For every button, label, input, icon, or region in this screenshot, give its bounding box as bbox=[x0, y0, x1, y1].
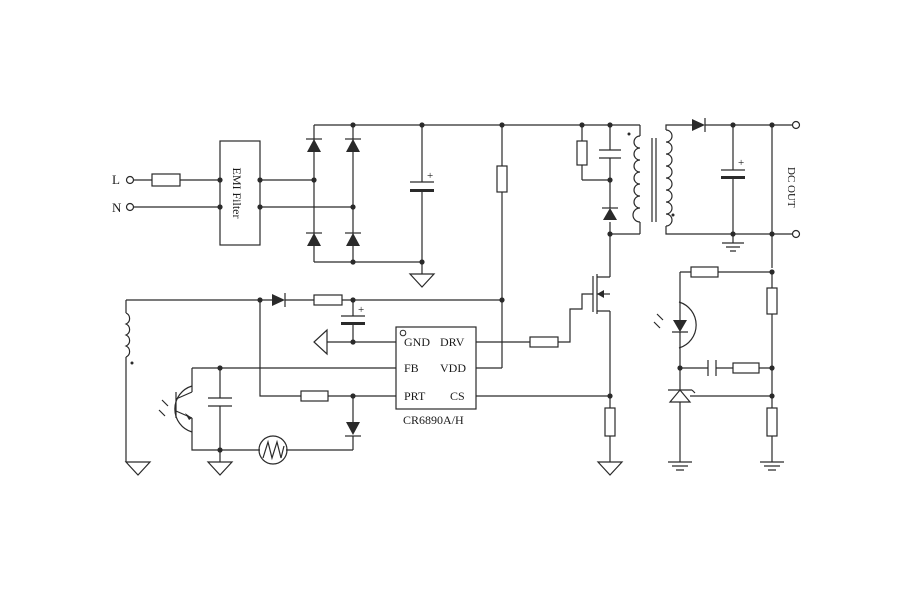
emi-output-wires bbox=[260, 179, 353, 208]
fb-capacitor bbox=[208, 397, 232, 407]
secondary-winding bbox=[665, 129, 673, 227]
pin-vdd-label: VDD bbox=[440, 361, 466, 375]
bridge-rectifier bbox=[306, 122, 422, 265]
output-negative-terminal bbox=[791, 229, 801, 239]
input-line-terminal bbox=[125, 175, 135, 185]
input-neutral-label: N bbox=[112, 200, 122, 215]
bulk-capacitor: + bbox=[410, 122, 434, 274]
snubber-capacitor bbox=[599, 149, 621, 159]
snubber-network bbox=[576, 122, 621, 237]
output-positive-terminal bbox=[791, 120, 801, 130]
pin1-dot bbox=[399, 329, 407, 337]
pin-gnd-label: GND bbox=[404, 335, 430, 349]
pin-cs-label: CS bbox=[450, 389, 465, 403]
fuse-resistor bbox=[151, 173, 181, 187]
pin-fb-label: FB bbox=[404, 361, 419, 375]
ic-part-number: CR6890A/H bbox=[403, 413, 464, 427]
ntc-thermistor bbox=[258, 435, 288, 465]
output-capacitor: + bbox=[721, 122, 745, 237]
pin-drv-label: DRV bbox=[440, 335, 465, 349]
aux-diode bbox=[257, 293, 502, 307]
secondary-feedback-network bbox=[653, 266, 778, 462]
input-neutral-terminal bbox=[125, 202, 135, 212]
snubber-resistor bbox=[576, 140, 588, 166]
input-line-label: L bbox=[112, 172, 120, 187]
controller-ic: GND DRV FB VDD PRT CS bbox=[395, 326, 477, 410]
vdd-capacitor-polarity: + bbox=[358, 304, 364, 316]
current-sense-resistor bbox=[476, 368, 616, 462]
emi-filter-label: EMI Filter bbox=[230, 168, 244, 219]
feedback-ground-symbols bbox=[668, 461, 784, 471]
transformer-core bbox=[651, 138, 657, 222]
aux-winding bbox=[124, 299, 260, 462]
flyback-transformer bbox=[610, 124, 772, 235]
aux-series-resistor bbox=[313, 294, 343, 306]
sense-ground-symbol bbox=[596, 461, 624, 476]
ic-ground-symbol bbox=[313, 328, 328, 356]
optocoupler-transistor bbox=[158, 385, 193, 433]
emi-filter-block: EMI Filter bbox=[219, 140, 261, 246]
pin-prt-label: PRT bbox=[404, 389, 426, 403]
prt-diode bbox=[346, 422, 360, 435]
vdd-capacitor: + bbox=[341, 297, 365, 345]
snubber-diode bbox=[603, 208, 617, 220]
bulk-capacitor-polarity: + bbox=[427, 170, 433, 182]
output-capacitor-polarity: + bbox=[738, 157, 744, 169]
power-mosfet bbox=[558, 234, 611, 368]
fb-network bbox=[191, 365, 396, 462]
input-wires bbox=[134, 179, 220, 208]
primary-ground-symbol bbox=[408, 273, 436, 288]
startup-resistor bbox=[496, 125, 508, 368]
gate-resistor bbox=[529, 336, 559, 348]
prt-resistor bbox=[300, 390, 329, 402]
aux-ground-symbol bbox=[124, 461, 152, 476]
fb-ground-symbol bbox=[206, 461, 234, 476]
dc-out-label: DC OUT bbox=[785, 167, 797, 208]
primary-winding bbox=[632, 135, 641, 223]
output-rectifier-diode bbox=[692, 118, 792, 132]
output-rail-wires bbox=[771, 125, 792, 268]
secondary-ground-symbol bbox=[722, 234, 744, 252]
prt-network bbox=[259, 300, 396, 450]
